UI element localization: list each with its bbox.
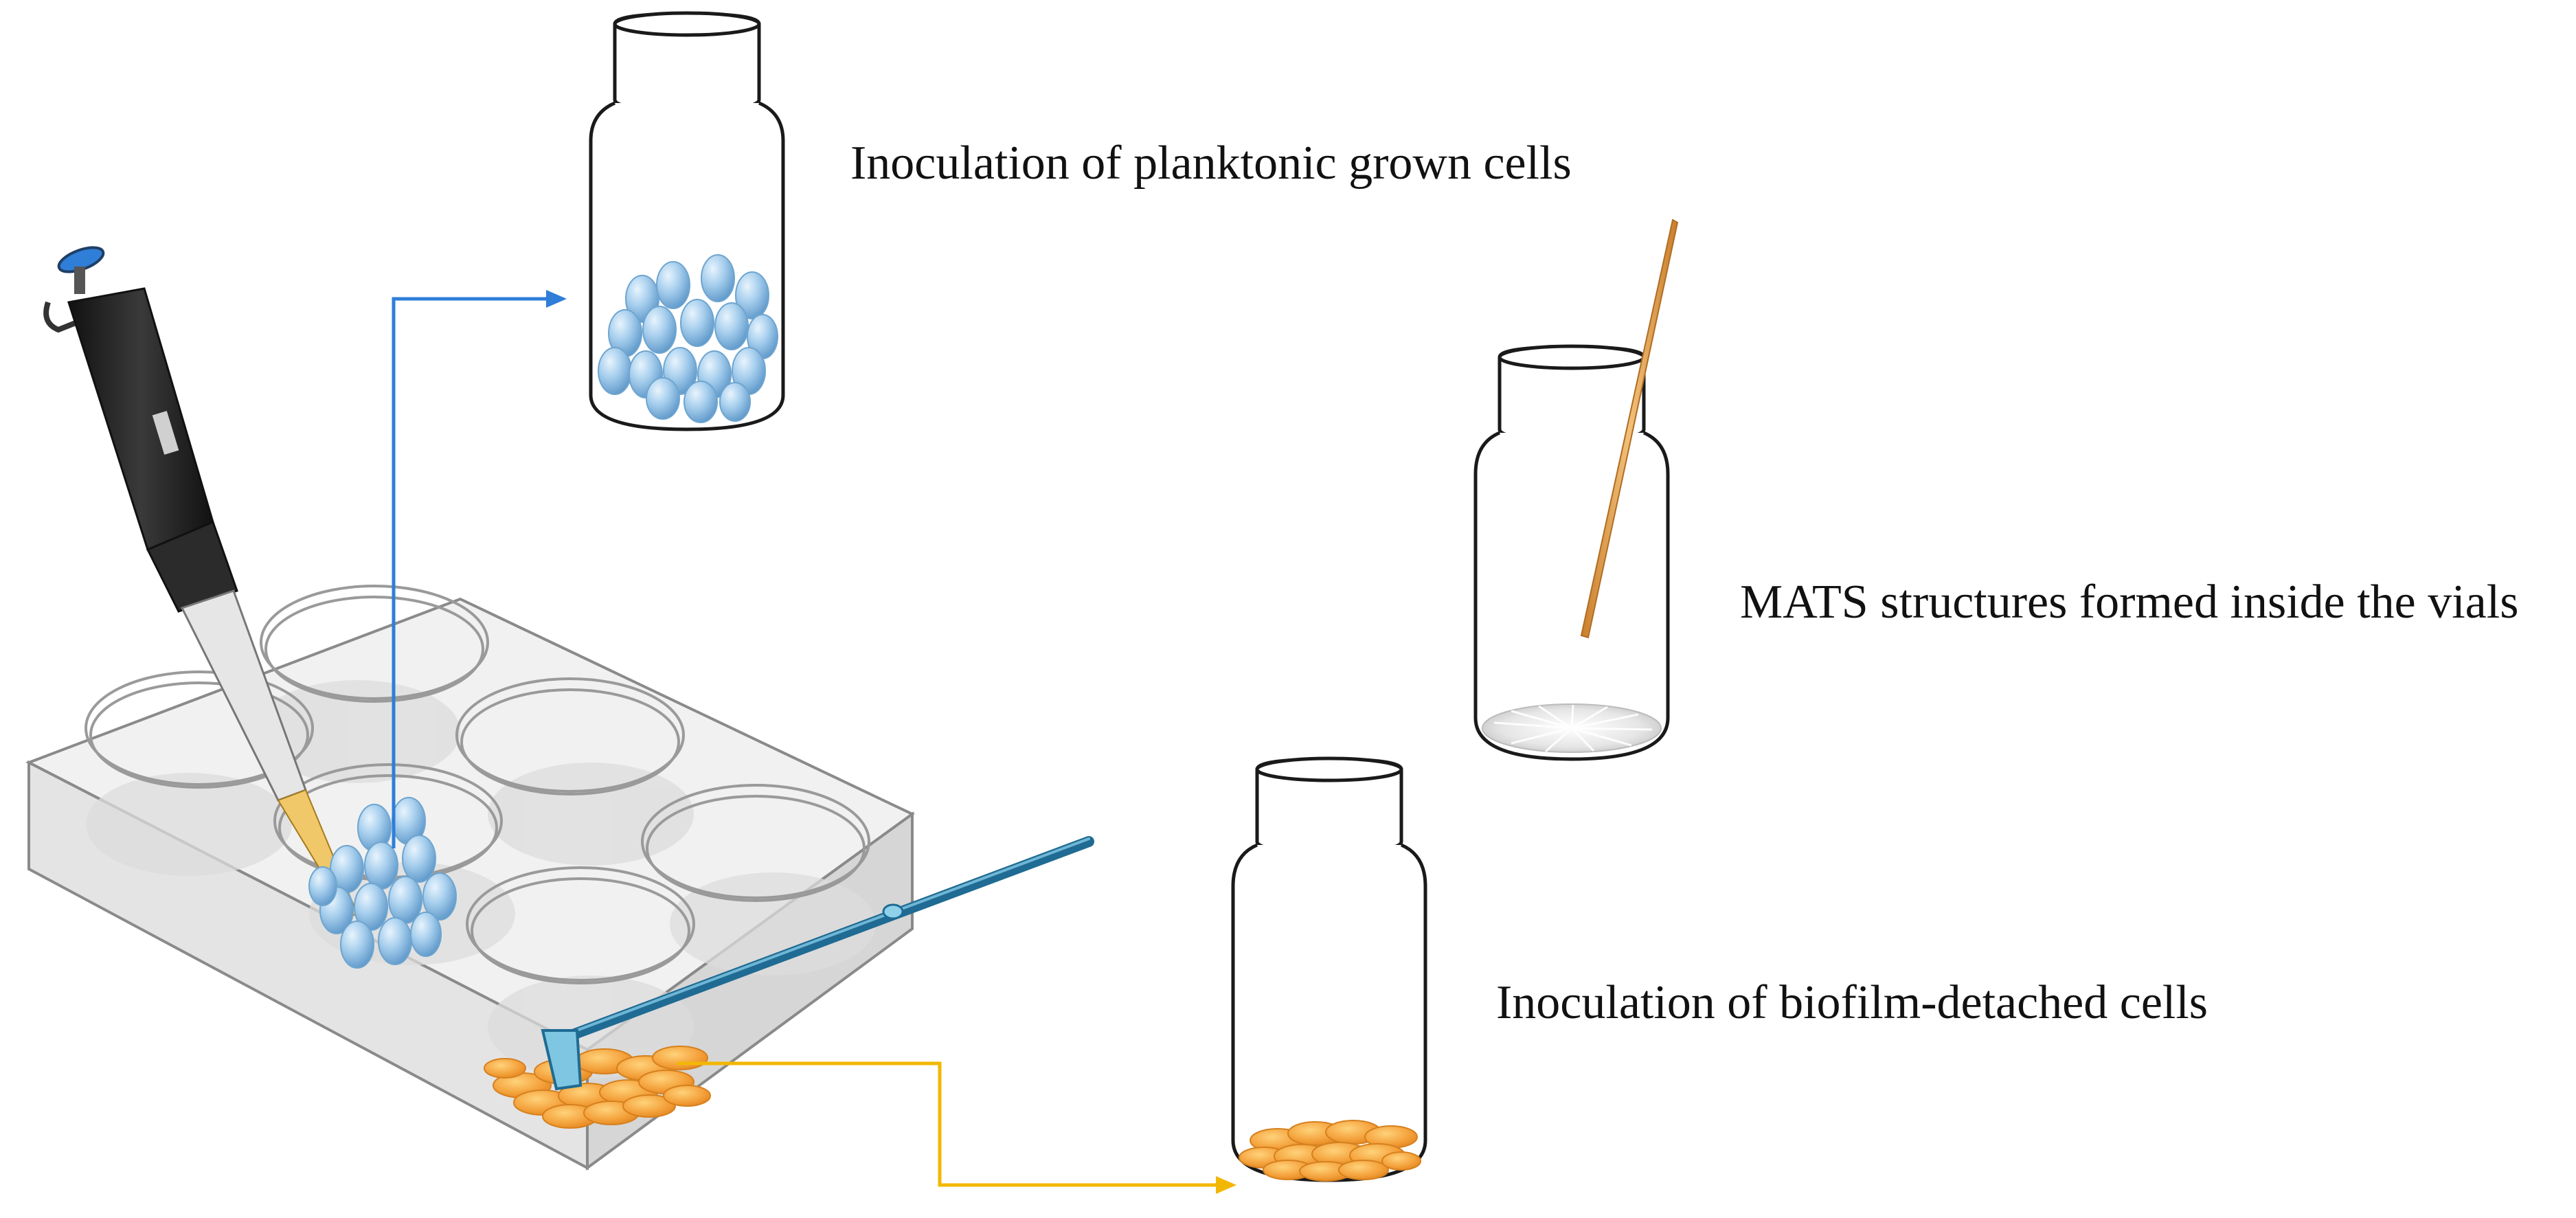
vial-mats [1473,218,1679,761]
planktonic-cells-well [308,797,457,969]
vial-biofilm [1231,756,1427,1182]
biofilm-arrow [677,1061,1236,1194]
planktonic-cells-vial [598,254,778,423]
mats-structure [1482,703,1662,753]
cell-scraper-icon [541,836,1094,1091]
six-well-plate-icon [25,585,915,1171]
planktonic-arrow [392,290,567,848]
glass-vial-icon [589,11,785,431]
micropipette-icon [43,246,359,918]
biofilm-cells-vial [1239,1120,1421,1182]
glass-vial-icon [1231,756,1427,1182]
glass-vial-icon [1473,344,1670,761]
toothpick-icon [1580,218,1679,639]
label-planktonic-inoculation: Inoculation of planktonic grown cells [850,137,1572,190]
label-mats-structures: MATS structures formed inside the vials [1740,576,2519,629]
vial-planktonic [589,11,785,431]
label-biofilm-inoculation: Inoculation of biofilm-detached cells [1496,976,2208,1029]
